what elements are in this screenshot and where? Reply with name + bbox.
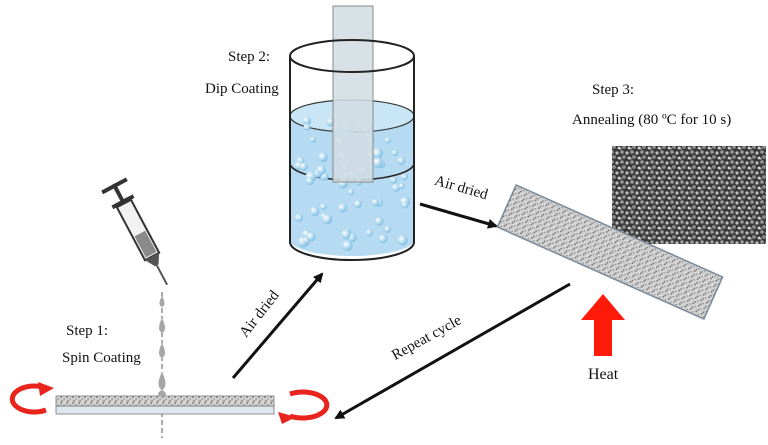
bubble	[347, 188, 355, 196]
step-1-title: Step 1:	[66, 323, 109, 339]
drop	[158, 372, 166, 390]
rotation-arrow-right	[278, 389, 330, 424]
step-1-name: Spin Coating	[62, 350, 141, 366]
spin-coater	[55, 292, 275, 438]
bubble	[322, 214, 333, 225]
step-3-name: Annealing (80 ºC for 10 s)	[572, 112, 732, 128]
bubble	[320, 203, 327, 211]
bubble	[305, 177, 314, 186]
spin-substrate-base	[55, 405, 275, 415]
bubble	[401, 201, 409, 209]
sem-micrograph	[612, 146, 766, 244]
bubble	[309, 136, 316, 143]
spin-coated-film	[55, 395, 275, 407]
syringe	[101, 177, 168, 286]
bubble	[397, 235, 408, 246]
bubble	[317, 152, 328, 163]
drop	[159, 296, 165, 307]
arrow-spin-to-dip	[231, 272, 324, 379]
bubble	[371, 198, 380, 207]
heat-arrow	[581, 294, 625, 356]
dip-beaker	[289, 5, 415, 261]
drop	[159, 343, 165, 358]
bubble	[378, 234, 388, 244]
bubble	[303, 123, 311, 131]
step-2-title: Step 2:	[228, 49, 271, 65]
beaker-bottom	[289, 241, 415, 261]
bubble	[337, 203, 348, 213]
bubble	[353, 200, 362, 209]
bubble	[400, 173, 408, 181]
spin-drops	[158, 296, 166, 397]
bubble	[365, 229, 373, 237]
bubble	[384, 137, 391, 144]
arrow-dip-to-anneal	[419, 202, 498, 229]
bubble	[398, 182, 405, 189]
beaker-rim	[289, 39, 415, 73]
bubble	[306, 232, 316, 242]
bubble	[310, 206, 320, 216]
step-3-title: Step 3:	[592, 82, 635, 98]
bubble	[302, 116, 312, 126]
bubble	[384, 225, 392, 233]
arrow-repeat-cycle	[334, 282, 571, 420]
bubble	[341, 229, 351, 240]
rotation-arrow-left	[9, 382, 54, 415]
bubble	[397, 156, 406, 165]
bubble	[391, 149, 398, 156]
bubble	[389, 176, 398, 184]
bubble	[372, 147, 383, 159]
dip-substrate	[332, 5, 374, 183]
bubble	[316, 165, 326, 175]
bubble	[299, 162, 308, 171]
heat-label: Heat	[588, 366, 619, 383]
bubble	[342, 240, 353, 251]
bubble	[372, 157, 384, 168]
step-2-name: Dip Coating	[205, 81, 279, 97]
bubble	[391, 183, 400, 192]
drop	[158, 390, 166, 397]
bubble	[374, 217, 384, 226]
annealed-substrate	[496, 184, 724, 320]
drop	[159, 318, 165, 333]
bubble	[294, 213, 303, 222]
